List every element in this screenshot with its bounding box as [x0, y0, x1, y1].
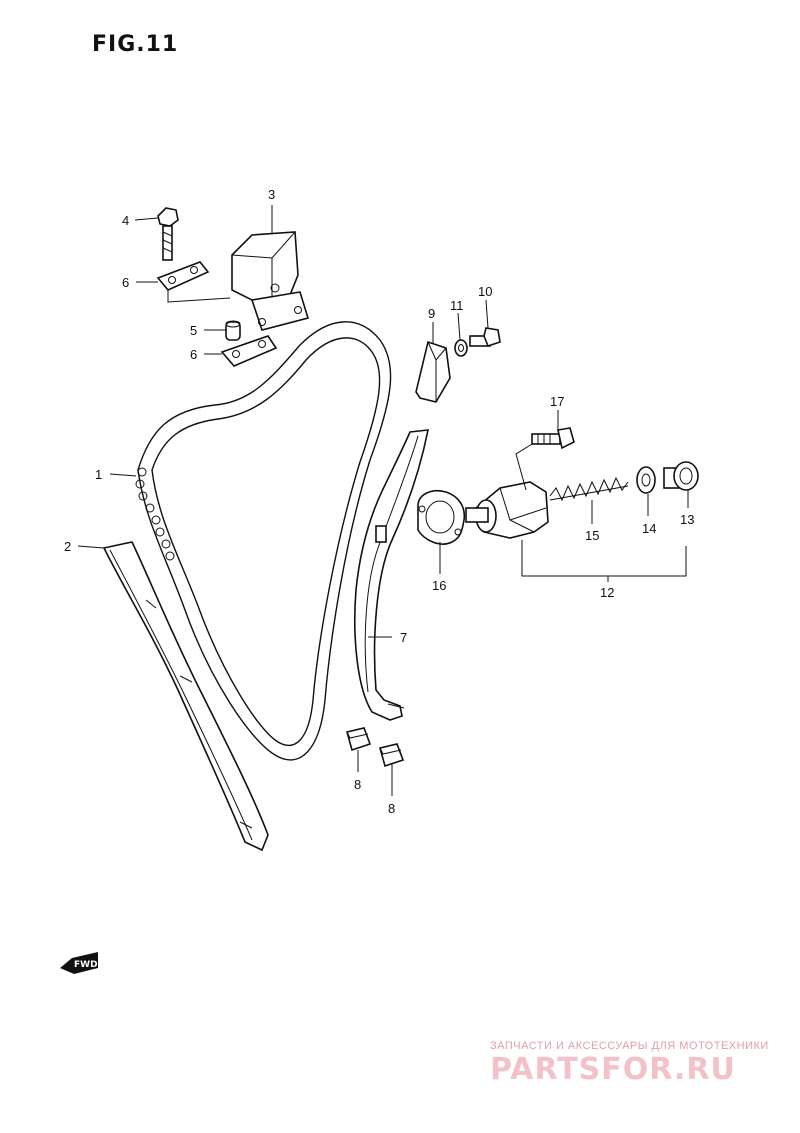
callout-6-upper: 6 [122, 275, 129, 290]
leader-lines [77, 205, 689, 796]
washer-small [454, 339, 468, 357]
rubber-block-a [346, 727, 372, 752]
callout-7: 7 [400, 630, 407, 645]
callout-2: 2 [64, 539, 71, 554]
bolt-cushion [469, 327, 501, 347]
tensioner-bolt [531, 427, 575, 450]
callout-17: 17 [550, 394, 564, 409]
callout-labels: 1 2 3 4 5 6 6 7 8 8 9 10 11 12 13 14 15 … [64, 187, 694, 816]
callout-9: 9 [428, 306, 435, 321]
figure-title: FIG.11 [92, 32, 179, 57]
tensioner-body [465, 481, 549, 539]
callout-6-lower: 6 [190, 347, 197, 362]
callout-3: 3 [268, 187, 275, 202]
callout-10: 10 [478, 284, 492, 299]
fwd-label: FWD [74, 960, 98, 970]
callout-4: 4 [122, 213, 129, 228]
forward-direction-badge: FWD [60, 952, 98, 974]
cam-chain-guide-upper [231, 231, 310, 331]
tensioner-gasket [417, 490, 466, 545]
callout-11: 11 [450, 298, 464, 313]
callout-8-left: 8 [354, 777, 361, 792]
watermark-logo: PARTSFOR.RU [490, 1052, 736, 1087]
dowel-pin [225, 320, 241, 341]
callout-16: 16 [432, 578, 446, 593]
rubber-block-b [379, 743, 405, 768]
callout-15: 15 [585, 528, 599, 543]
callout-13: 13 [680, 512, 694, 527]
chain-guide-rear [102, 541, 269, 852]
guide-cushion [415, 340, 451, 403]
guide-plate-upper [156, 261, 231, 303]
tensioner-cap-bolt [663, 461, 699, 491]
cam-chain [135, 321, 392, 761]
guide-plate-lower [220, 335, 278, 367]
watermark-tagline: ЗАПЧАСТИ И АКСЕССУАРЫ ДЛЯ МОТОТЕХНИКИ [490, 1040, 769, 1052]
callout-14: 14 [642, 521, 656, 536]
callout-1: 1 [95, 467, 102, 482]
chain-guide-tensioner [354, 429, 429, 721]
bolt-guide [157, 207, 179, 261]
callout-8-right: 8 [388, 801, 395, 816]
tensioner-washer [636, 466, 656, 494]
callout-5: 5 [190, 323, 197, 338]
callout-12: 12 [600, 585, 614, 600]
tensioner-spring [549, 476, 629, 502]
